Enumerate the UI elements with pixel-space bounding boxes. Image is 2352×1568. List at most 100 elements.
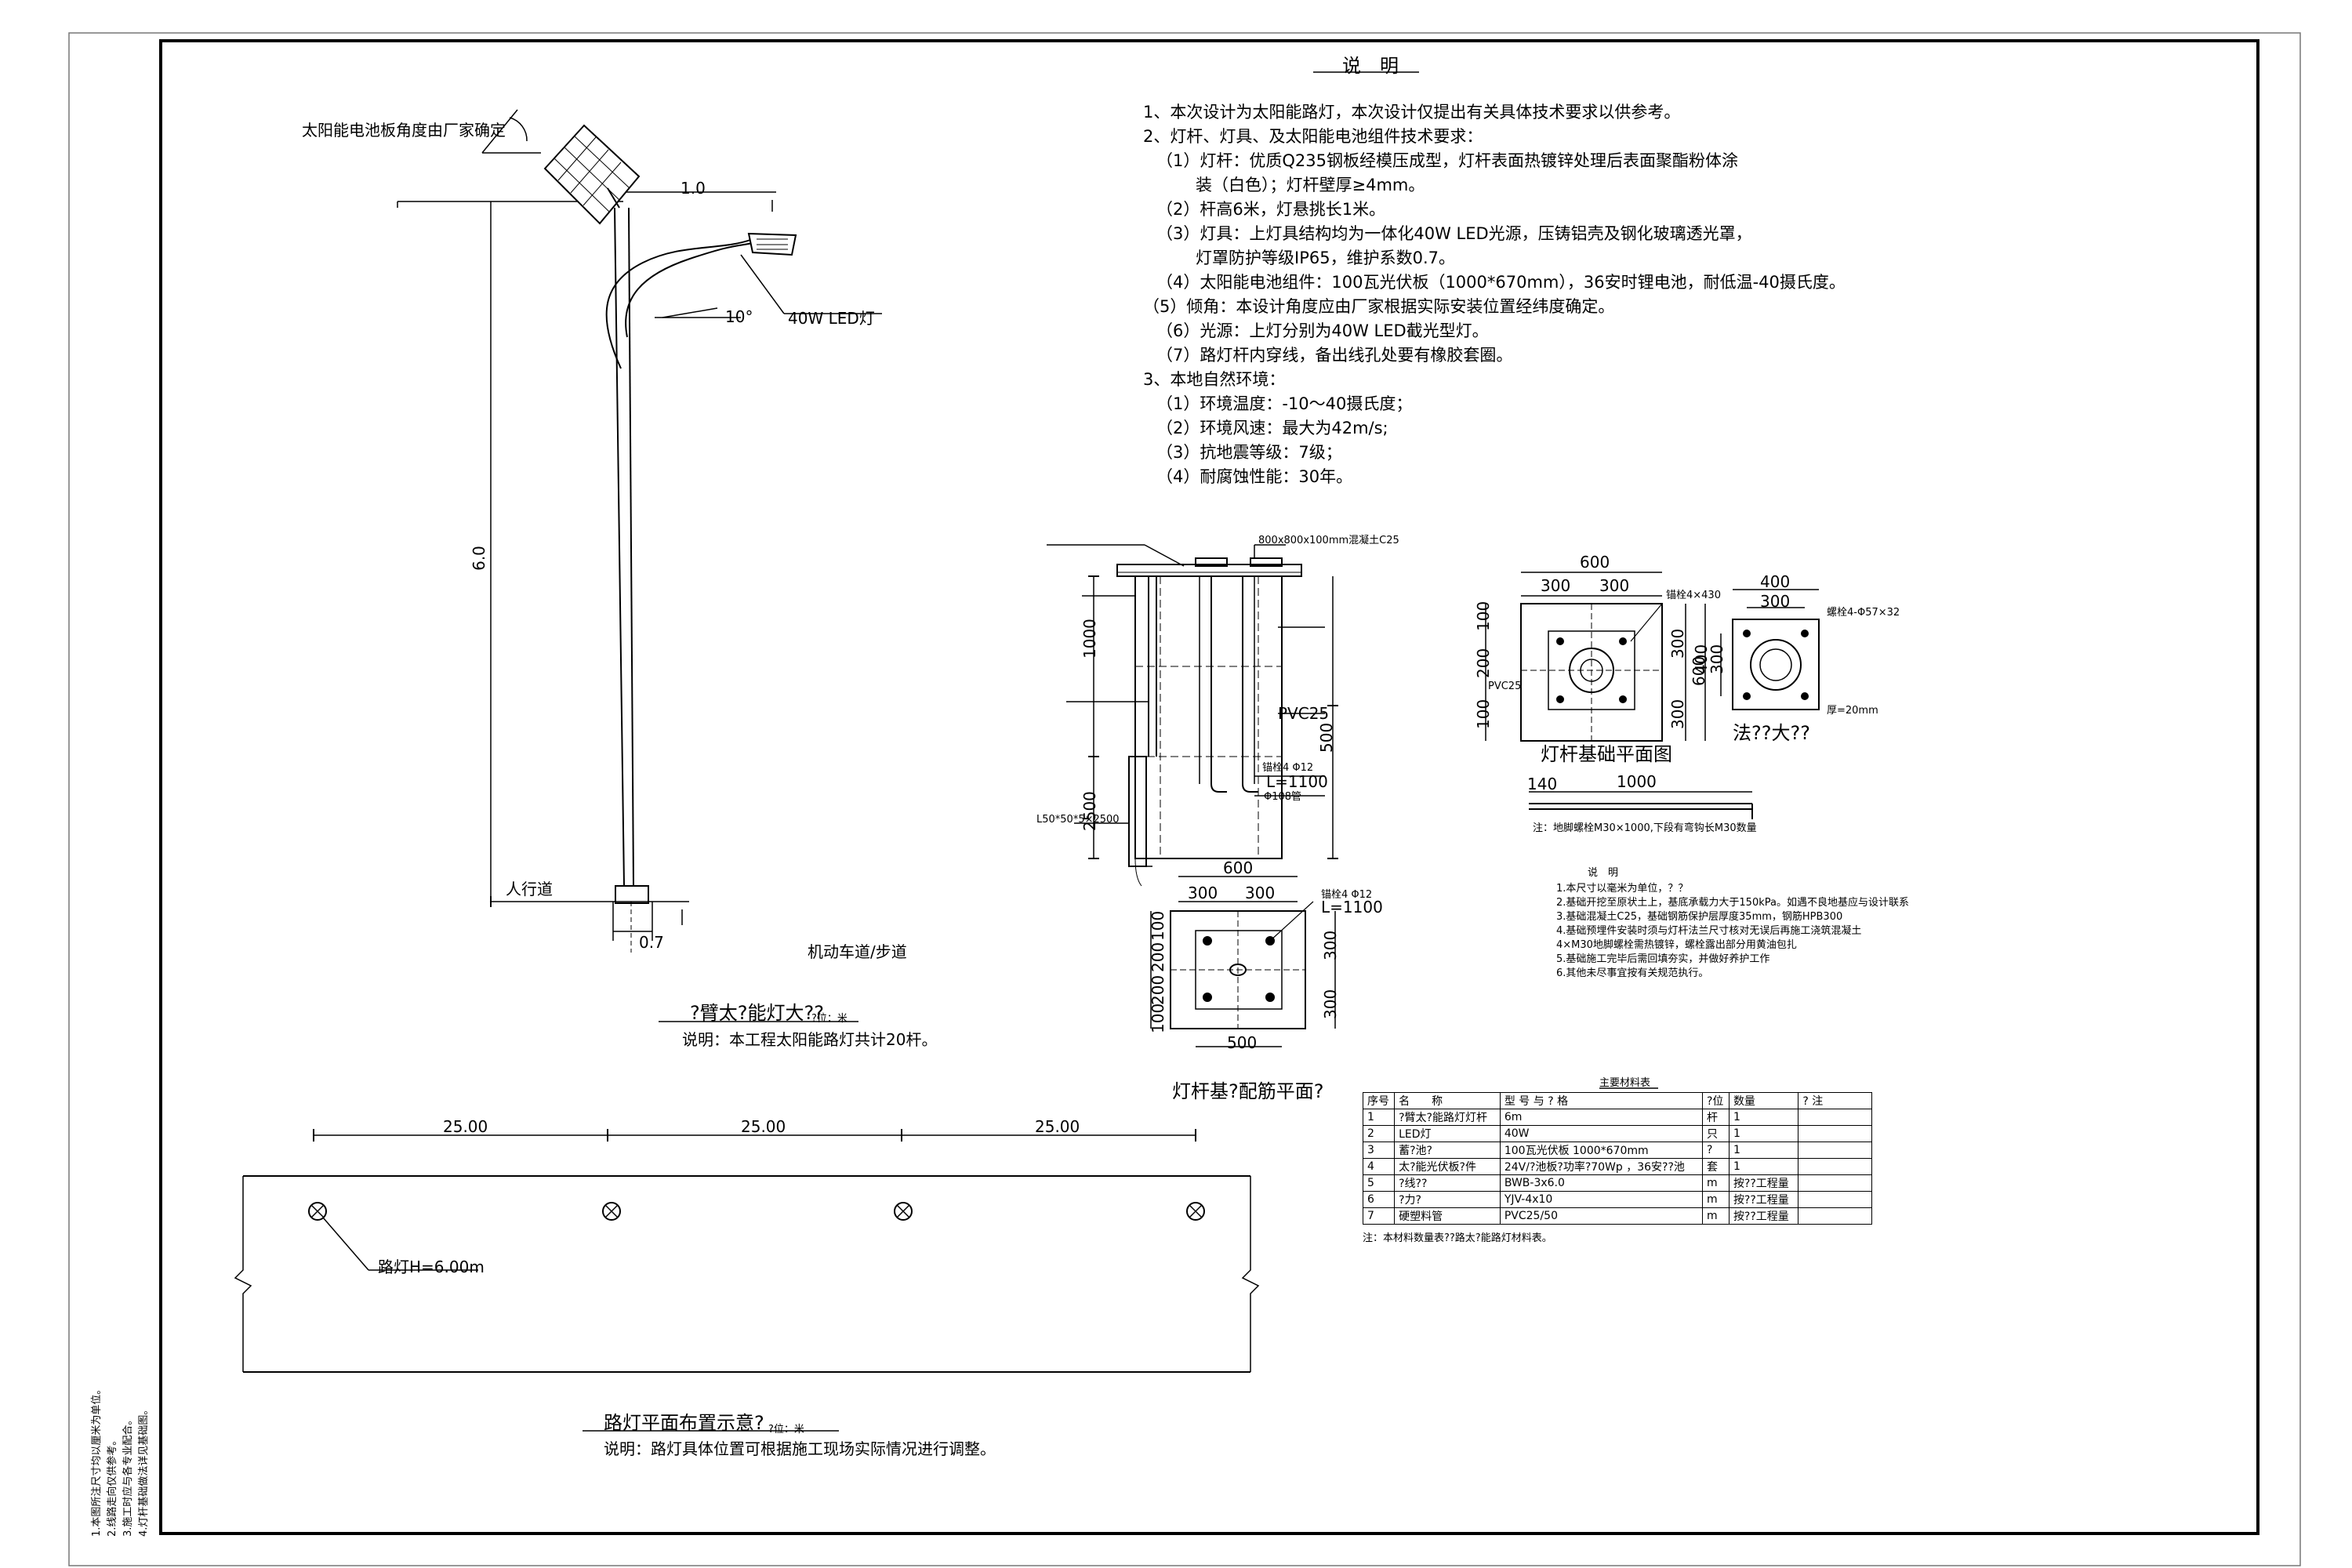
pole-elevation-note: 说明：本工程太阳能路灯共计20杆。: [682, 1030, 938, 1049]
materials-table: 序号 名 称 型 号 与 ? 格 ?位 数量 ? 注 1 ?臂太?能路灯灯杆 6…: [1362, 1092, 1872, 1225]
table-row: 6 ?力? YJV-4x10 m 按??工程量: [1362, 1191, 1872, 1208]
rebar-v-100a: 100: [1149, 910, 1167, 941]
side-note-1: 1.本图所注尺寸均以厘米为单位。: [91, 1384, 103, 1537]
table-row: 4 太?能光伏板?件 24V/?池板?功率?70Wp ，36安??池 套 1: [1362, 1158, 1872, 1175]
materials-title: 主要材料表: [1599, 1077, 1651, 1089]
layout-plan-note: 说明：路灯具体位置可根据施工现场实际情况进行调整。: [604, 1439, 996, 1458]
table-cell: BWB-3x6.0: [1499, 1174, 1704, 1192]
spacing-1: 25.00: [443, 1117, 488, 1136]
notes-line-3: （1）灯杆：优质Q235钢板经模压成型，灯杆表面热镀锌处理后表面聚酯粉体涂: [1156, 151, 1738, 170]
table-cell: m: [1702, 1191, 1730, 1208]
table-cell: 6: [1362, 1191, 1396, 1208]
table-cell: 1: [1728, 1125, 1799, 1142]
tech-note-3: 3.基础混凝土C25，基础钢筋保护层厚度35mm，钢筋HPB300: [1556, 911, 1843, 923]
table-cell: 按??工程量: [1728, 1191, 1799, 1208]
table-cell: [1798, 1174, 1872, 1192]
arm-length-dimension: 1.0: [681, 179, 706, 198]
notes-line-14: （2）环境风速：最大为42m/s;: [1156, 419, 1388, 437]
table-cell: LED灯: [1394, 1125, 1501, 1142]
table-cell: 蓄?池?: [1394, 1142, 1501, 1159]
flange-thickness: 厚=20mm: [1827, 705, 1878, 717]
pole-height-dimension: 6.0: [469, 546, 488, 571]
bolt-detail: [1529, 791, 1753, 819]
table-cell: 2: [1362, 1125, 1396, 1142]
rebar-width-300a: 300: [1188, 884, 1218, 902]
foundation-section: [1047, 544, 1338, 887]
table-cell: ?力?: [1394, 1191, 1501, 1208]
notes-line-7: 灯罩防护等级IP65，维护系数0.7。: [1196, 249, 1455, 267]
pole-elevation-title: ?臂太?能灯大??: [690, 1002, 824, 1024]
notes-line-6: （3）灯具：上灯具结构均为一体化40W LED光源，压铸铝壳及钢化玻璃透光罩，: [1156, 224, 1752, 243]
foundation-dim-1000: 1000: [1080, 619, 1099, 659]
base-r-300: 300: [1668, 628, 1687, 659]
tilt-angle: 10°: [725, 307, 753, 326]
foundation-bottom: L50*50*5×2500: [1036, 814, 1120, 826]
materials-header-row: 序号 名 称 型 号 与 ? 格 ?位 数量 ? 注: [1362, 1092, 1872, 1109]
table-cell: 1: [1362, 1109, 1396, 1126]
table-cell: 24V/?池板?功率?70Wp ，36安??池: [1499, 1158, 1704, 1175]
base-r-300b: 300: [1668, 699, 1687, 729]
base-h-100a: 100: [1474, 601, 1493, 631]
table-cell: ?: [1702, 1142, 1730, 1159]
table-cell: 套: [1702, 1158, 1730, 1175]
table-cell: YJV-4x10: [1499, 1191, 1704, 1208]
table-cell: 40W: [1499, 1125, 1704, 1142]
notes-line-2: 2、灯杆、灯具、及太阳能电池组件技术要求：: [1143, 127, 1483, 146]
foundation-pvc: PVC25: [1278, 704, 1330, 723]
table-cell: 100瓦光伏板 1000*670mm: [1499, 1142, 1704, 1159]
table-cell: [1798, 1125, 1872, 1142]
table-row: 5 ?线?? BWB-3x6.0 m 按??工程量: [1362, 1174, 1872, 1192]
table-cell: m: [1702, 1207, 1730, 1225]
table-header: ? 注: [1798, 1092, 1872, 1109]
bolt-dim-140: 140: [1527, 775, 1558, 793]
table-cell: ?臂太?能路灯灯杆: [1394, 1109, 1501, 1126]
foundation-plate: Φ108管: [1264, 791, 1302, 803]
rebar-plan-title: 灯杆基?配筋平面?: [1172, 1080, 1324, 1102]
table-cell: 3: [1362, 1142, 1396, 1159]
layout-plan: [234, 1129, 1260, 1373]
materials-note: 注：本材料数量表??路太?能路灯材料表。: [1363, 1232, 1552, 1244]
outer-frame: [68, 32, 2301, 1566]
lamp-height-label: 路灯H=6.00m: [378, 1258, 485, 1276]
base-width-300b: 300: [1599, 576, 1630, 595]
notes-line-10: （6）光源：上灯分别为40W LED截光型灯。: [1156, 321, 1489, 340]
table-header: ?位: [1702, 1092, 1730, 1109]
rebar-width-300b: 300: [1245, 884, 1276, 902]
notes-line-5: （2）杆高6米，灯悬挑长1米。: [1156, 200, 1386, 219]
table-cell: 4: [1362, 1158, 1396, 1175]
layout-plan-title: 路灯平面布置示意?: [604, 1412, 764, 1434]
bolt-note: 注：地脚螺栓M30×1000,下段有弯钩长M30数量: [1533, 822, 1757, 834]
base-h-100b: 100: [1474, 699, 1493, 729]
tech-note-7: 6.其他未尽事宜按有关规范执行。: [1556, 967, 1709, 979]
notes-line-8: （4）太阳能电池组件：100瓦光伏板（1000*670mm），36安时锂电池，耐…: [1156, 273, 1846, 292]
table-cell: 6m: [1499, 1109, 1704, 1126]
table-cell: 按??工程量: [1728, 1174, 1799, 1192]
rebar-bolt-length: L=1100: [1321, 898, 1383, 916]
table-cell: 1: [1728, 1109, 1799, 1126]
rebar-v-200b: 200: [1149, 975, 1167, 1005]
rebar-width-600: 600: [1223, 858, 1254, 877]
side-note-4: 4.灯杆基础做法详见基础图。: [138, 1404, 150, 1537]
tech-note-5: 4×M30地脚螺栓需热镀锌，螺栓露出部分用黄油包扎: [1556, 939, 1797, 951]
flange-width-300: 300: [1760, 592, 1791, 611]
table-cell: 5: [1362, 1174, 1396, 1192]
bolt-dim-1000: 1000: [1617, 772, 1657, 791]
table-cell: 1: [1728, 1158, 1799, 1175]
table-cell: [1798, 1191, 1872, 1208]
base-pvc: PVC25: [1488, 681, 1522, 692]
notes-heading: 说 明: [1342, 55, 1399, 77]
spacing-3: 25.00: [1035, 1117, 1080, 1136]
panel-angle-note: 太阳能电池板角度由厂家确定: [302, 121, 506, 140]
side-note-3: 3.施工时应与各专业配合。: [122, 1414, 134, 1537]
table-cell: [1798, 1158, 1872, 1175]
lamp-label: 40W LED灯: [788, 309, 875, 328]
tech-note-4: 4.基础预埋件安装时须与灯杆法兰尺寸核对无误后再施工浇筑混凝土: [1556, 925, 1862, 937]
rebar-r-300b: 300: [1321, 989, 1340, 1019]
foundation-dim-500: 500: [1317, 722, 1336, 753]
layout-plan-unit: ?位：米: [768, 1424, 804, 1436]
table-header: 名 称: [1394, 1092, 1501, 1109]
tech-note-6: 5.基础施工完毕后需回填夯实，并做好养护工作: [1556, 953, 1770, 965]
foundation-rebar-length: L=1100: [1266, 772, 1328, 791]
base-h-200: 200: [1474, 648, 1493, 678]
table-cell: 太?能光伏板?件: [1394, 1158, 1501, 1175]
